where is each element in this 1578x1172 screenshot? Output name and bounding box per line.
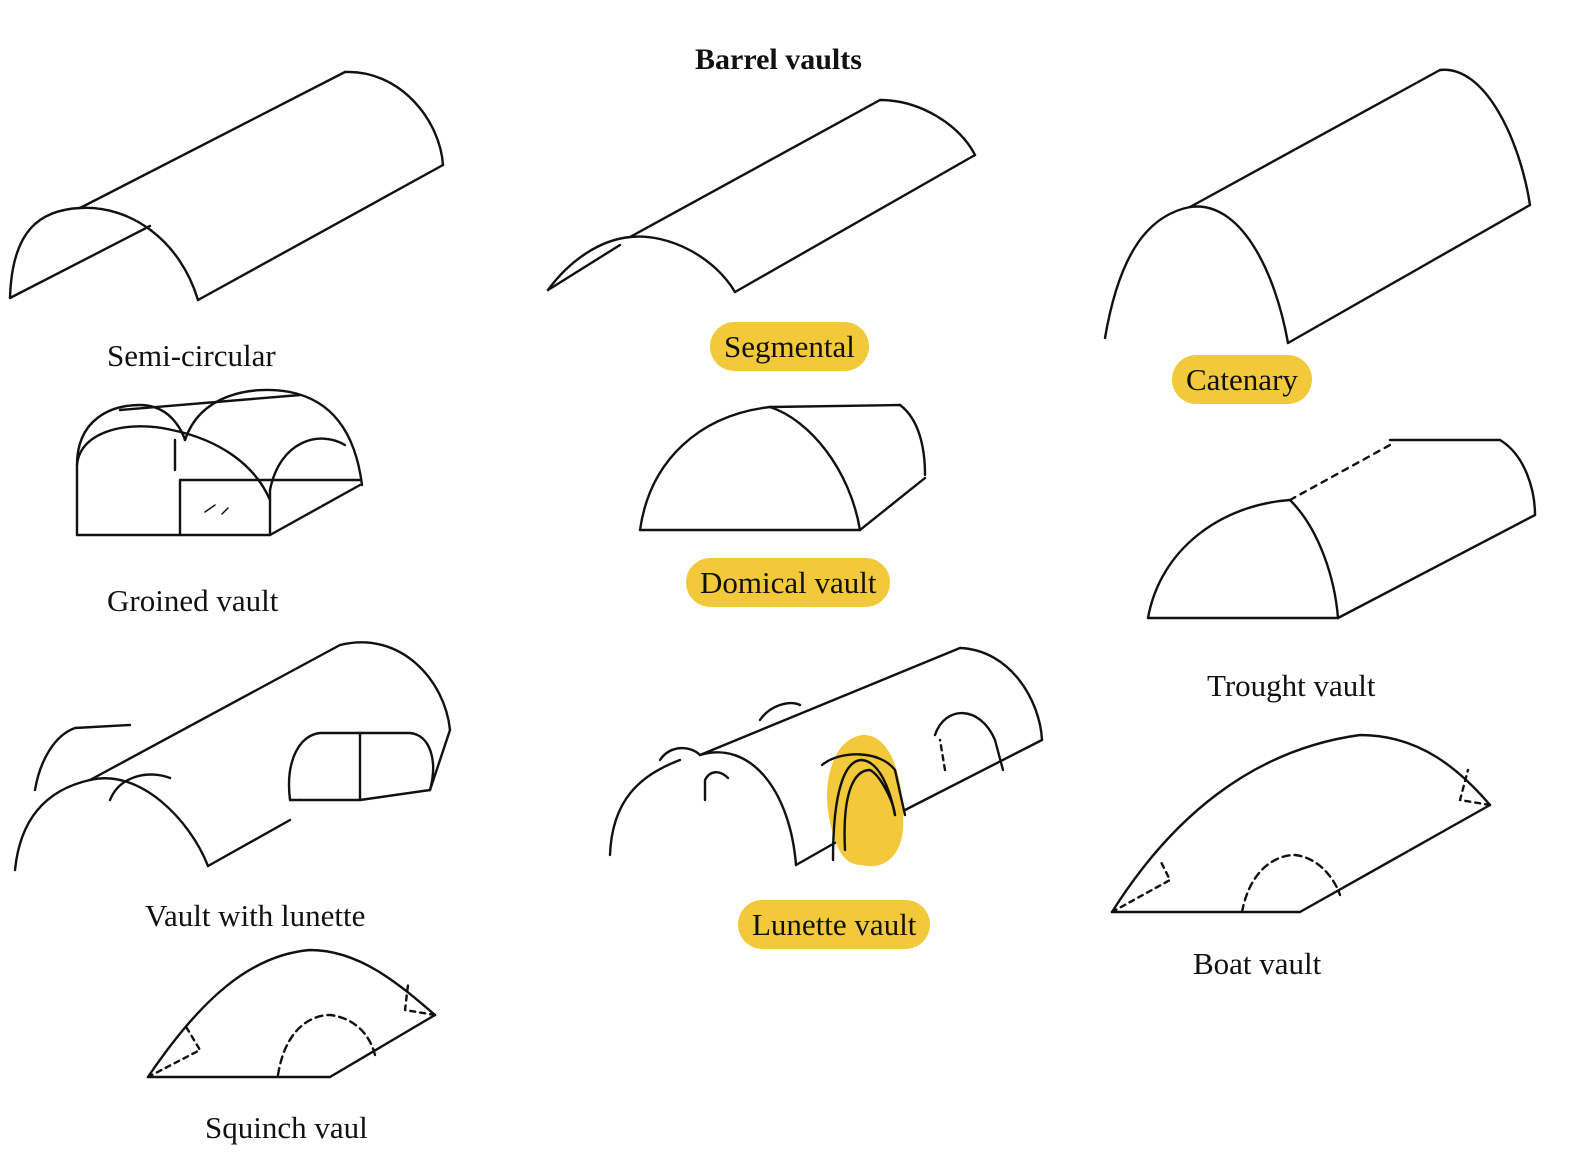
domical-vault-drawing <box>638 403 927 532</box>
page-title: Barrel vaults <box>695 43 862 76</box>
label-catenary: Catenary <box>1172 355 1312 404</box>
label-groined-vault: Groined vault <box>107 583 279 618</box>
label-domical-vault: Domical vault <box>686 558 891 607</box>
segmental-vault-drawing <box>546 98 977 294</box>
label-boat-vault: Boat vault <box>1193 946 1322 981</box>
label-lunette-vault: Lunette vault <box>738 900 931 949</box>
trought-vault-drawing <box>1146 438 1537 620</box>
lunette-arches-drawing <box>820 753 907 862</box>
lunette-vault-drawing <box>608 646 1044 867</box>
boat-vault-drawing <box>1110 733 1492 914</box>
squinch-vault-drawing <box>146 948 437 1079</box>
label-segmental: Segmental <box>710 322 869 371</box>
label-semi-circular: Semi-circular <box>107 338 276 373</box>
label-vault-with-lunette: Vault with lunette <box>145 898 366 933</box>
semi-circular-vault-drawing <box>8 70 445 302</box>
vault-with-lunette-drawing <box>13 641 452 872</box>
groined-vault-drawing <box>75 388 364 537</box>
catenary-vault-drawing <box>1103 68 1532 345</box>
label-trought-vault: Trought vault <box>1207 668 1376 703</box>
label-squinch-vault: Squinch vaul <box>205 1110 368 1145</box>
lunette-highlight-blob <box>827 734 904 867</box>
